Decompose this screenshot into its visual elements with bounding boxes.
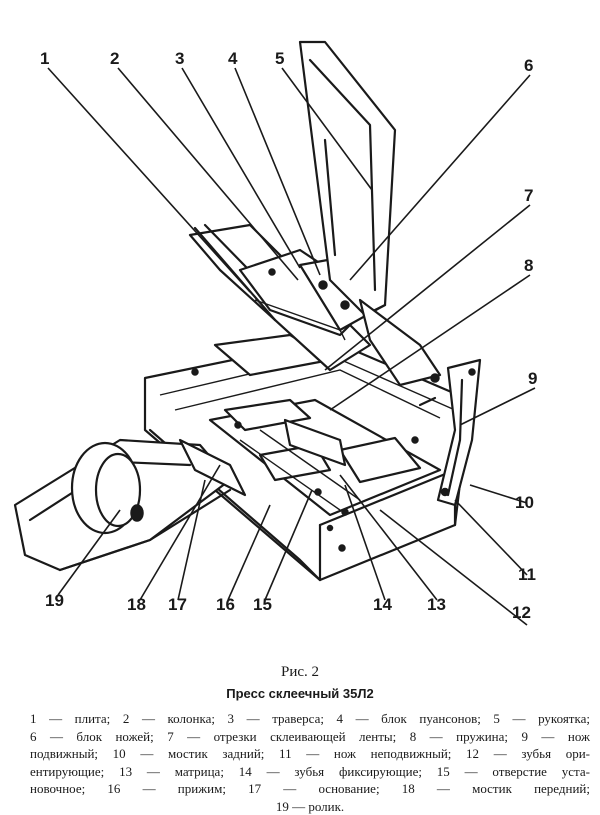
figure-legend: 1 — плита; 2 — колонка; 3 — траверса; 4 … bbox=[30, 710, 590, 815]
legend-line: 1 — плита; 2 — колонка; 3 — траверса; 4 … bbox=[30, 710, 590, 728]
callout-5: 5 bbox=[275, 49, 284, 68]
callout-8: 8 bbox=[524, 256, 533, 275]
callout-16: 16 bbox=[216, 595, 235, 614]
legend-line: 19 — ролик. bbox=[30, 798, 590, 815]
figure-title: Пресс склеечный 35Л2 bbox=[0, 686, 600, 701]
callout-18: 18 bbox=[127, 595, 146, 614]
callout-7: 7 bbox=[524, 186, 533, 205]
callout-2: 2 bbox=[110, 49, 119, 68]
front-bridge bbox=[15, 440, 245, 570]
legend-line: подвижный; 10 — мостик задний; 11 — нож … bbox=[30, 745, 590, 763]
legend-line: новочное; 16 — прижим; 17 — основание; 1… bbox=[30, 780, 590, 798]
callout-14: 14 bbox=[373, 595, 392, 614]
callout-10: 10 bbox=[515, 493, 534, 512]
callout-17: 17 bbox=[168, 595, 187, 614]
callout-13: 13 bbox=[427, 595, 446, 614]
figure-number: Рис. 2 bbox=[0, 664, 600, 681]
callout-9: 9 bbox=[528, 369, 537, 388]
callout-6: 6 bbox=[524, 56, 533, 75]
callout-12: 12 bbox=[512, 603, 531, 622]
legend-line: ентирующие; 13 — матрица; 14 — зубья фик… bbox=[30, 763, 590, 781]
callout-15: 15 bbox=[253, 595, 272, 614]
callout-4: 4 bbox=[228, 49, 238, 68]
callout-19: 19 bbox=[45, 591, 64, 610]
callout-1: 1 bbox=[40, 49, 49, 68]
legend-line: 6 — блок ножей; 7 — отрезки склеивающей … bbox=[30, 728, 590, 746]
callout-3: 3 bbox=[175, 49, 184, 68]
callout-11: 11 bbox=[518, 565, 536, 584]
press-technical-drawing: 1 2 3 4 5 6 7 8 9 10 11 12 13 14 15 16 1… bbox=[0, 0, 600, 650]
